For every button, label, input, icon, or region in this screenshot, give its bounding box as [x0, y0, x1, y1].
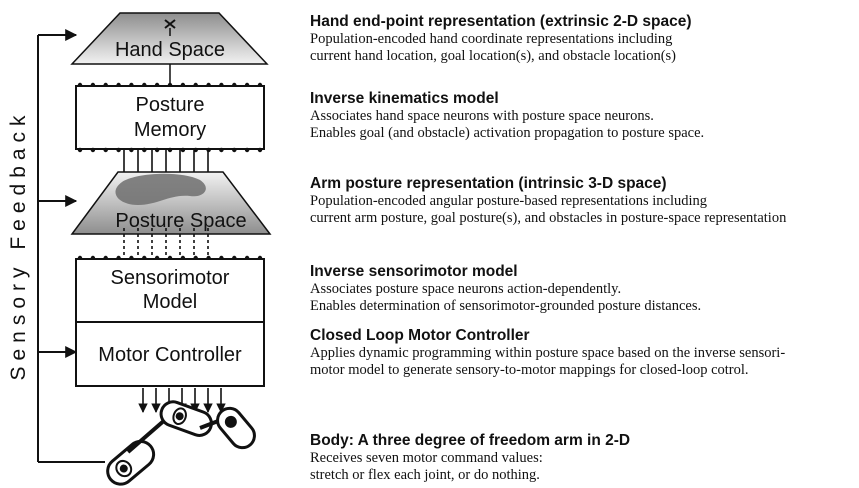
neuron-dot [180, 147, 186, 153]
description-line: Population-encoded hand coordinate repre… [310, 31, 673, 47]
sensorimotor-label-line2: Model [143, 291, 197, 313]
motor-controller-block [75, 321, 265, 387]
description-body: Body: A three degree of freedom arm in 2… [310, 431, 855, 484]
description-inverse-kinematics: Inverse kinematics model Associates hand… [310, 89, 855, 142]
description-sensorimotor: Inverse sensorimotor model Associates po… [310, 262, 855, 315]
description-hand-space: Hand end-point representation (extrinsic… [310, 12, 855, 65]
neuron-dot [244, 147, 250, 153]
description-line: stretch or flex each joint, or do nothin… [310, 467, 540, 483]
neuron-dot [116, 147, 121, 153]
neuron-dot [103, 147, 108, 153]
description-title: Closed Loop Motor Controller [310, 327, 530, 344]
neuron-dot [167, 147, 173, 153]
description-title: Inverse kinematics model [310, 90, 499, 107]
neuron-dot [77, 147, 83, 153]
description-title: Hand end-point representation (extrinsic… [310, 13, 692, 30]
description-title: Inverse sensorimotor model [310, 263, 518, 280]
neuron-dot [154, 147, 160, 153]
posture-memory-label-line1: Posture [136, 94, 205, 116]
description-line: Applies dynamic programming within postu… [310, 345, 786, 361]
description-line: Receives seven motor command values: [310, 450, 543, 466]
description-line: current hand location, goal location(s),… [310, 48, 676, 64]
description-line: Enables goal (and obstacle) activation p… [310, 125, 705, 141]
description-posture-space: Arm posture representation (intrinsic 3-… [310, 174, 855, 227]
description-line: Enables determination of sensorimotor-gr… [310, 298, 702, 314]
description-line: Associates posture space neurons action-… [310, 281, 622, 297]
neuron-dot [232, 147, 237, 153]
hand-goal-cross-icon [164, 19, 176, 29]
posture-activation-blob [115, 173, 206, 205]
description-line: current arm posture, goal posture(s), an… [310, 210, 787, 226]
neuron-dot [257, 147, 263, 153]
neuron-dot [129, 147, 134, 153]
posture-memory-label-line2: Memory [134, 119, 206, 141]
sensorimotor-model-block [75, 258, 265, 323]
posture-space-label: Posture Space [115, 210, 246, 232]
arm-icon [106, 400, 256, 486]
hand-space-plane [70, 12, 269, 65]
motor-controller-label: Motor Controller [98, 344, 242, 366]
neuron-dot [90, 147, 96, 153]
sensory-feedback-loop [37, 29, 105, 463]
neuron-dot [142, 147, 147, 153]
description-title: Body: A three degree of freedom arm in 2… [310, 432, 631, 449]
description-motor-controller: Closed Loop Motor Controller Applies dyn… [310, 326, 855, 379]
description-line: Population-encoded angular posture-based… [310, 193, 708, 209]
posture-to-sensorimotor-connections [123, 228, 209, 258]
description-line: Associates hand space neurons with postu… [310, 108, 654, 124]
sensory-feedback-label: Sensory Feedback [7, 109, 30, 380]
description-title: Arm posture representation (intrinsic 3-… [310, 175, 667, 192]
sensorimotor-label-line1: Sensorimotor [111, 267, 230, 289]
neuron-dot [219, 147, 224, 153]
neuron-dot-row [77, 147, 263, 153]
description-line: motor model to generate sensory-to-motor… [310, 362, 749, 378]
hand-space-label: Hand Space [115, 39, 225, 61]
